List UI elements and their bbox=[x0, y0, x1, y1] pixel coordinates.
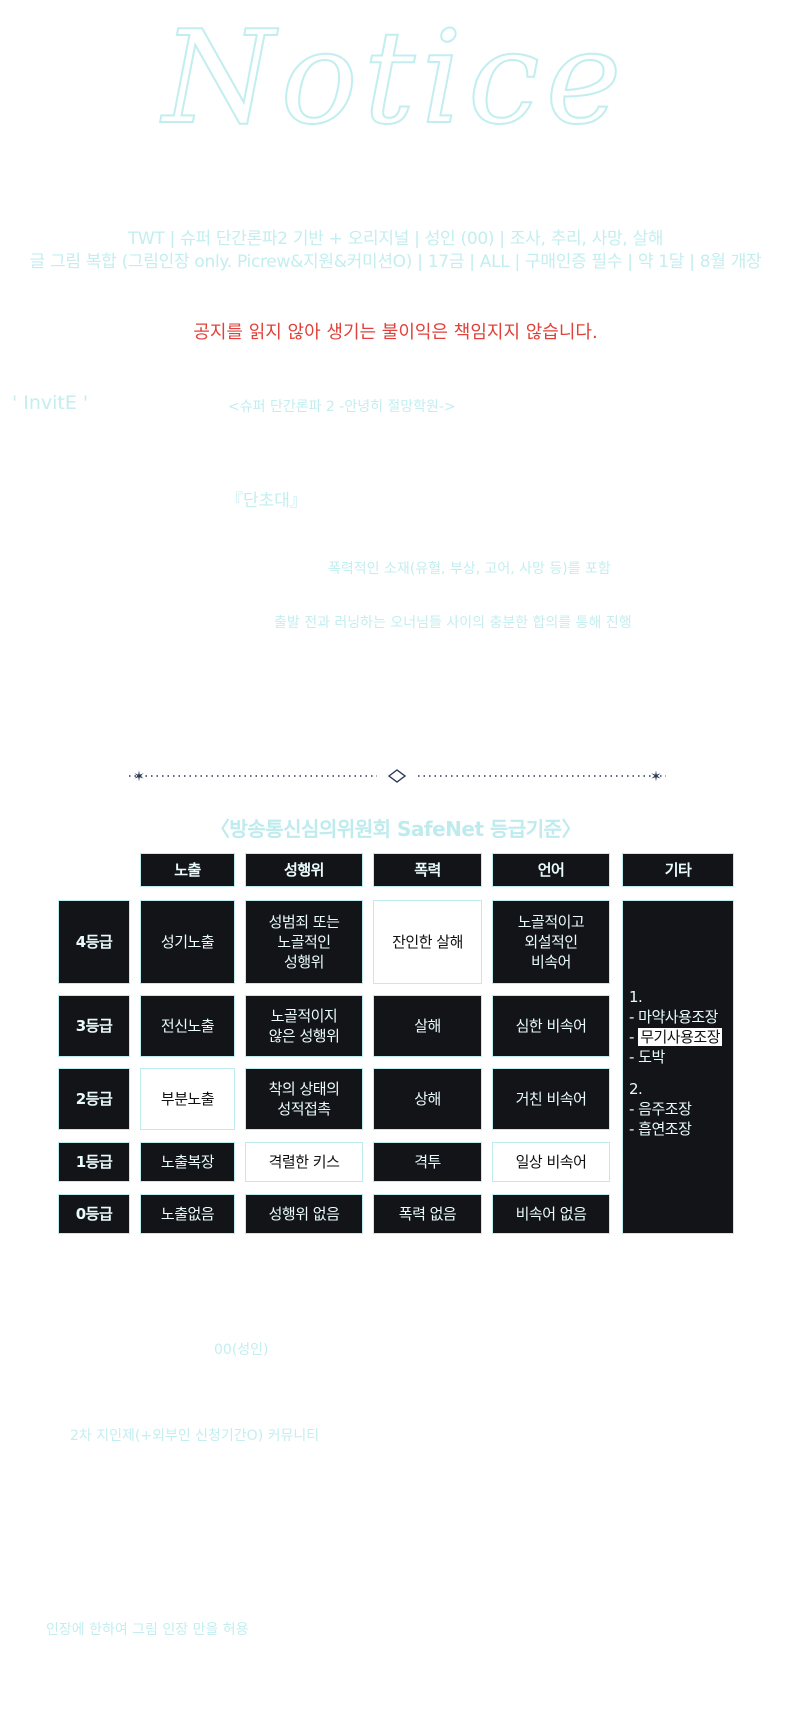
misc-item: - 흡연조장 bbox=[629, 1120, 692, 1138]
table-cell: 성범죄 또는 노골적인 성행위 bbox=[245, 900, 363, 984]
info-line-2: 글 그림 복합 (그림인장 only. Picrew&지원&커미션O) | 17… bbox=[29, 252, 762, 272]
grade-label: 2등급 bbox=[58, 1068, 130, 1130]
agreement-note: 출발 전과 러닝하는 오너님들 사이의 충분한 합의를 통해 진행 bbox=[274, 615, 632, 631]
table-cell: 비속어 없음 bbox=[492, 1194, 610, 1234]
age-note: 00(성인) bbox=[214, 1342, 269, 1358]
community-note: 2차 지인제(+외부인 신청기간O) 커뮤니티 bbox=[70, 1428, 320, 1444]
table-cell: 노골적이지 않은 성행위 bbox=[245, 995, 363, 1057]
notice-script-title: Notice bbox=[159, 14, 628, 154]
grade-label: 1등급 bbox=[58, 1142, 130, 1182]
table-cell: 살해 bbox=[373, 995, 482, 1057]
invitation-title: 『단초대』 bbox=[226, 491, 307, 511]
misc-item: - 음주조장 bbox=[629, 1100, 692, 1118]
rating-table-title: 〈방송통신심의위원회 SafeNet 등급기준〉 bbox=[209, 817, 582, 841]
column-header: 기타 bbox=[622, 853, 734, 887]
table-cell: 착의 상태의 성적접촉 bbox=[245, 1068, 363, 1130]
star-icon: ✶ bbox=[133, 769, 145, 783]
table-cell: 성기노출 bbox=[140, 900, 235, 984]
table-cell: 노골적이고 외설적인 비속어 bbox=[492, 900, 610, 984]
misc-item: - 도박 bbox=[629, 1048, 665, 1066]
table-cell: 잔인한 살해 bbox=[373, 900, 482, 984]
ornament-divider: ✶ ✶ bbox=[129, 769, 666, 783]
warning-text: 공지를 읽지 않아 생기는 불이익은 책임지지 않습니다. bbox=[193, 322, 598, 343]
column-header: 언어 bbox=[492, 853, 610, 887]
violence-note: 폭력적인 소재(유혈, 부상, 고어, 사망 등)를 포함 bbox=[328, 561, 611, 577]
profile-note: 인장에 한하여 그림 인장 만을 허용 bbox=[46, 1622, 249, 1638]
star-icon: ✶ bbox=[650, 769, 662, 783]
svg-text:Notice: Notice bbox=[160, 14, 628, 153]
misc-number: 1. bbox=[629, 988, 643, 1006]
table-cell: 격렬한 키스 bbox=[245, 1142, 363, 1182]
table-cell: 폭력 없음 bbox=[373, 1194, 482, 1234]
table-cell: 노출복장 bbox=[140, 1142, 235, 1182]
column-header: 폭력 bbox=[373, 853, 482, 887]
table-cell: 일상 비속어 bbox=[492, 1142, 610, 1182]
table-cell: 노출없음 bbox=[140, 1194, 235, 1234]
grade-label: 3등급 bbox=[58, 995, 130, 1057]
table-cell: 성행위 없음 bbox=[245, 1194, 363, 1234]
info-line-1: TWT | 슈퍼 단간론파2 기반 + 오리지널 | 성인 (00) | 조사,… bbox=[127, 229, 664, 249]
table-cell: 상해 bbox=[373, 1068, 482, 1130]
misc-category-cell: 1. - 마약사용조장 - 무기사용조장 - 도박 2. - 음주조장 - 흡연… bbox=[622, 900, 734, 1234]
column-header: 노출 bbox=[140, 853, 235, 887]
invite-subtitle: <슈퍼 단간론파 2 -안녕히 절망학원-> bbox=[228, 399, 456, 415]
table-cell: 격투 bbox=[373, 1142, 482, 1182]
column-header: 성행위 bbox=[245, 853, 363, 887]
invite-label: ' InvitE ' bbox=[12, 392, 89, 414]
table-cell: 부분노출 bbox=[140, 1068, 235, 1130]
grade-label: 4등급 bbox=[58, 900, 130, 984]
grade-label: 0등급 bbox=[58, 1194, 130, 1234]
misc-item-prefix: - bbox=[629, 1028, 634, 1046]
table-cell: 심한 비속어 bbox=[492, 995, 610, 1057]
table-cell: 거친 비속어 bbox=[492, 1068, 610, 1130]
misc-number: 2. bbox=[629, 1080, 643, 1098]
misc-item: - 마약사용조장 bbox=[629, 1008, 718, 1026]
misc-item-highlight: 무기사용조장 bbox=[638, 1028, 723, 1046]
misc-item: - 무기사용조장 bbox=[629, 1027, 733, 1047]
table-cell: 전신노출 bbox=[140, 995, 235, 1057]
